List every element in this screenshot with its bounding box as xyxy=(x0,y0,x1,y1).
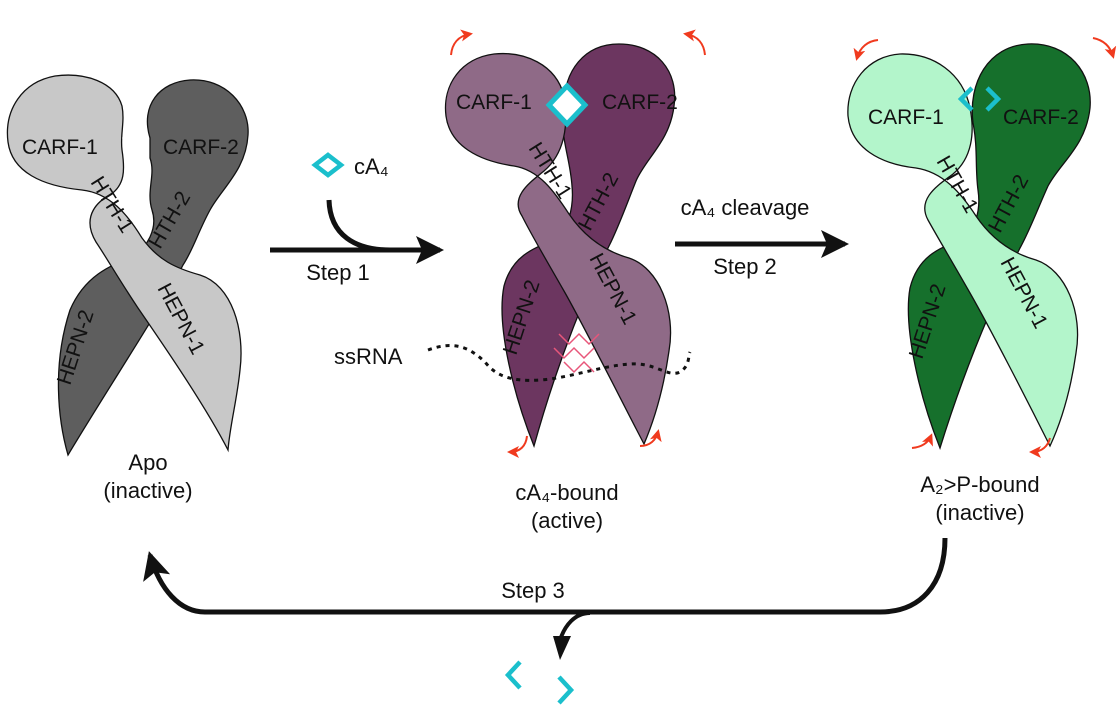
ca4-bound-caption-line1: cA₄-bound xyxy=(515,480,618,505)
product-release-arrowhead xyxy=(553,636,571,660)
step2-arrow-group: cA₄ cleavage Step 2 xyxy=(675,195,849,279)
motion-arrow-icon xyxy=(911,433,933,449)
ssRNA-label: ssRNA xyxy=(334,344,403,369)
apo-caption-line1: Apo xyxy=(128,450,167,475)
inactive-chain1 xyxy=(847,53,1079,448)
inactive-carf1-label: CARF-1 xyxy=(868,106,944,129)
released-product-right-icon xyxy=(557,675,575,705)
motion-arrow-icon xyxy=(1092,37,1117,59)
step3-arrow-group: Step 3 xyxy=(143,537,948,705)
motion-arrow-icon xyxy=(683,29,706,56)
apo-binding-notch xyxy=(122,129,140,147)
step1-ligand-label: cA₄ xyxy=(354,154,389,179)
inactive-carf2-label: CARF-2 xyxy=(1003,106,1079,129)
released-product-left-icon xyxy=(504,660,522,690)
cA4-ligand-icon xyxy=(311,152,345,178)
apo-chain1 xyxy=(6,74,242,453)
step2-above-label: cA₄ cleavage xyxy=(681,195,810,220)
state-apo: CARF-1 CARF-2 HTH-1 HTH-2 HEPN-1 HEPN-2 xyxy=(6,74,249,457)
cleavage-site-marks xyxy=(563,360,595,374)
step1-label: Step 1 xyxy=(306,260,370,285)
product-release-arrow xyxy=(558,611,591,641)
step2-label: Step 2 xyxy=(713,254,777,279)
active-carf2-label: CARF-2 xyxy=(602,91,678,114)
ligand-binding-curve xyxy=(326,199,391,253)
step3-label: Step 3 xyxy=(501,578,565,603)
a2p-bound-caption-line1: A₂>P-bound xyxy=(920,472,1039,497)
motion-arrow-icon xyxy=(1029,437,1051,458)
ssRNA-strand xyxy=(427,344,692,382)
bound-cA4-icon xyxy=(545,82,589,128)
state-a2p-bound: CARF-1 CARF-2 HTH-1 HTH-2 HEPN-1 HEPN-2 xyxy=(847,43,1091,450)
motion-arrow-icon xyxy=(450,29,473,56)
apo-carf1-label: CARF-1 xyxy=(22,136,98,159)
state-ca4-bound: CARF-1 CARF-2 HTH-1 HTH-2 HEPN-1 HEPN-2 xyxy=(444,43,678,449)
step3-arrow xyxy=(143,537,948,615)
a2p-fragment-left-icon xyxy=(957,86,974,112)
motion-arrow-icon xyxy=(853,39,879,61)
a2p-bound-caption-line2: (inactive) xyxy=(935,500,1024,525)
cleavage-site-marks xyxy=(553,346,595,360)
a2p-fragment-right-icon xyxy=(985,86,1002,112)
motion-arrow-icon xyxy=(639,429,662,447)
active-carf1-label: CARF-1 xyxy=(456,91,532,114)
cleavage-site-marks xyxy=(558,332,600,346)
ca4-bound-caption-line2: (active) xyxy=(531,508,603,533)
active-chain1 xyxy=(444,52,672,446)
apo-caption-line2: (inactive) xyxy=(103,478,192,503)
motion-arrow-icon xyxy=(507,435,528,458)
step1-arrow-group: cA₄ Step 1 xyxy=(270,152,444,285)
apo-carf2-label: CARF-2 xyxy=(163,136,239,159)
